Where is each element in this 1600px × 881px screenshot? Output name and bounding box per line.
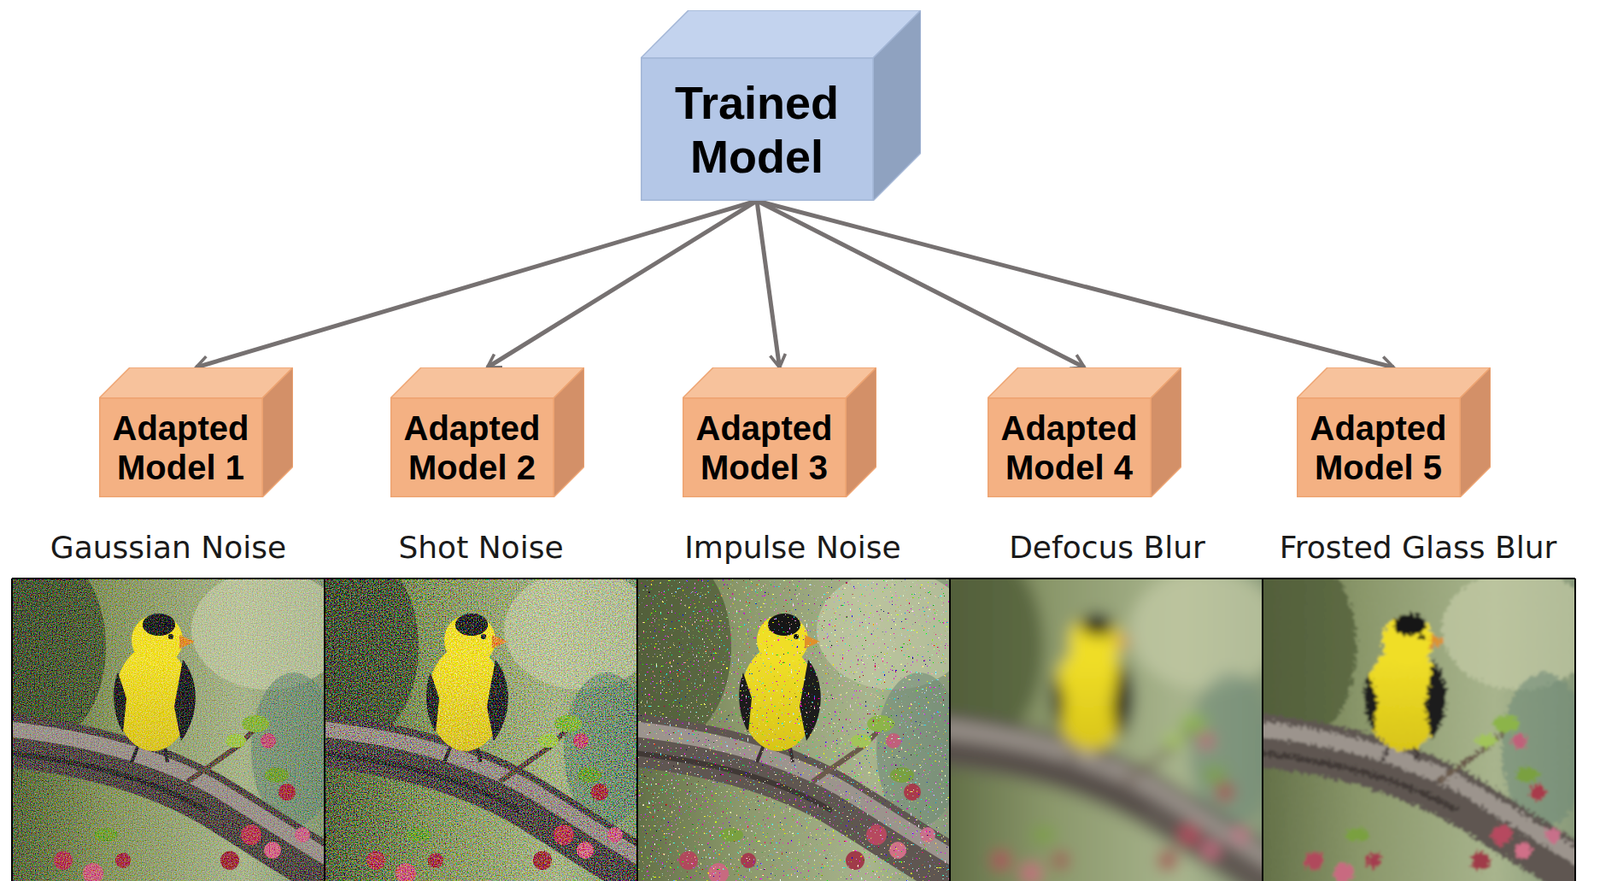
corruption-label: Impulse Noise: [684, 528, 902, 566]
model-cube: Adapted Model 1: [99, 367, 294, 498]
cube-face: Trained Model: [640, 58, 874, 201]
corrupted-image: [11, 578, 325, 881]
model-label: Trained Model: [650, 76, 863, 182]
adaptation-arrow: [487, 200, 758, 368]
model-label: Adapted Model 1: [109, 408, 253, 487]
model-label: Adapted Model 5: [1306, 408, 1450, 487]
adaptation-arrow: [196, 200, 758, 368]
cube-side: [845, 367, 877, 498]
cube-face: Adapted Model 1: [99, 398, 263, 498]
cube-top: [682, 367, 877, 399]
corruption-label: Shot Noise: [398, 528, 563, 566]
model-label: Adapted Model 3: [692, 408, 836, 487]
cube-front: [683, 398, 846, 497]
model-cube: Adapted Model 2: [390, 367, 585, 498]
corrupted-image: [949, 578, 1263, 881]
corrupted-image: [324, 578, 638, 881]
cube-side: [262, 367, 294, 498]
corrupted-image: [637, 578, 950, 881]
model-cube: Trained Model: [640, 10, 921, 201]
cube-front: [99, 398, 263, 497]
cube-face: Adapted Model 2: [390, 398, 554, 498]
model-cube: Adapted Model 5: [1296, 367, 1491, 498]
model-label: Adapted Model 2: [400, 408, 544, 487]
cube-top: [640, 10, 921, 59]
cube-front: [641, 58, 874, 200]
cube-top: [99, 367, 294, 399]
cube-side: [553, 367, 585, 498]
cube-face: Adapted Model 3: [682, 398, 846, 498]
cube-top: [1296, 367, 1491, 399]
image-frame: [11, 578, 1576, 881]
corruption-label: Defocus Blur: [1008, 528, 1206, 566]
cube-front: [1297, 398, 1460, 497]
corrupted-image: [1262, 578, 1576, 881]
cube-front: [988, 398, 1151, 497]
corruption-label: Frosted Glass Blur: [1279, 528, 1558, 566]
cube-side: [1150, 367, 1182, 498]
corruption-label: Gaussian Noise: [50, 528, 287, 566]
model-cube: Adapted Model 3: [682, 367, 877, 498]
model-label: Adapted Model 4: [997, 408, 1141, 487]
adaptation-arrow: [756, 200, 1395, 368]
adaptation-arrow: [756, 200, 780, 368]
cube-top: [390, 367, 585, 399]
cube-face: Adapted Model 5: [1296, 398, 1460, 498]
cube-side: [873, 10, 921, 201]
adaptation-arrow: [756, 200, 1085, 368]
cube-top: [987, 367, 1182, 399]
cube-side: [1459, 367, 1491, 498]
cube-front: [391, 398, 554, 497]
cube-face: Adapted Model 4: [987, 398, 1151, 498]
model-cube: Adapted Model 4: [987, 367, 1182, 498]
